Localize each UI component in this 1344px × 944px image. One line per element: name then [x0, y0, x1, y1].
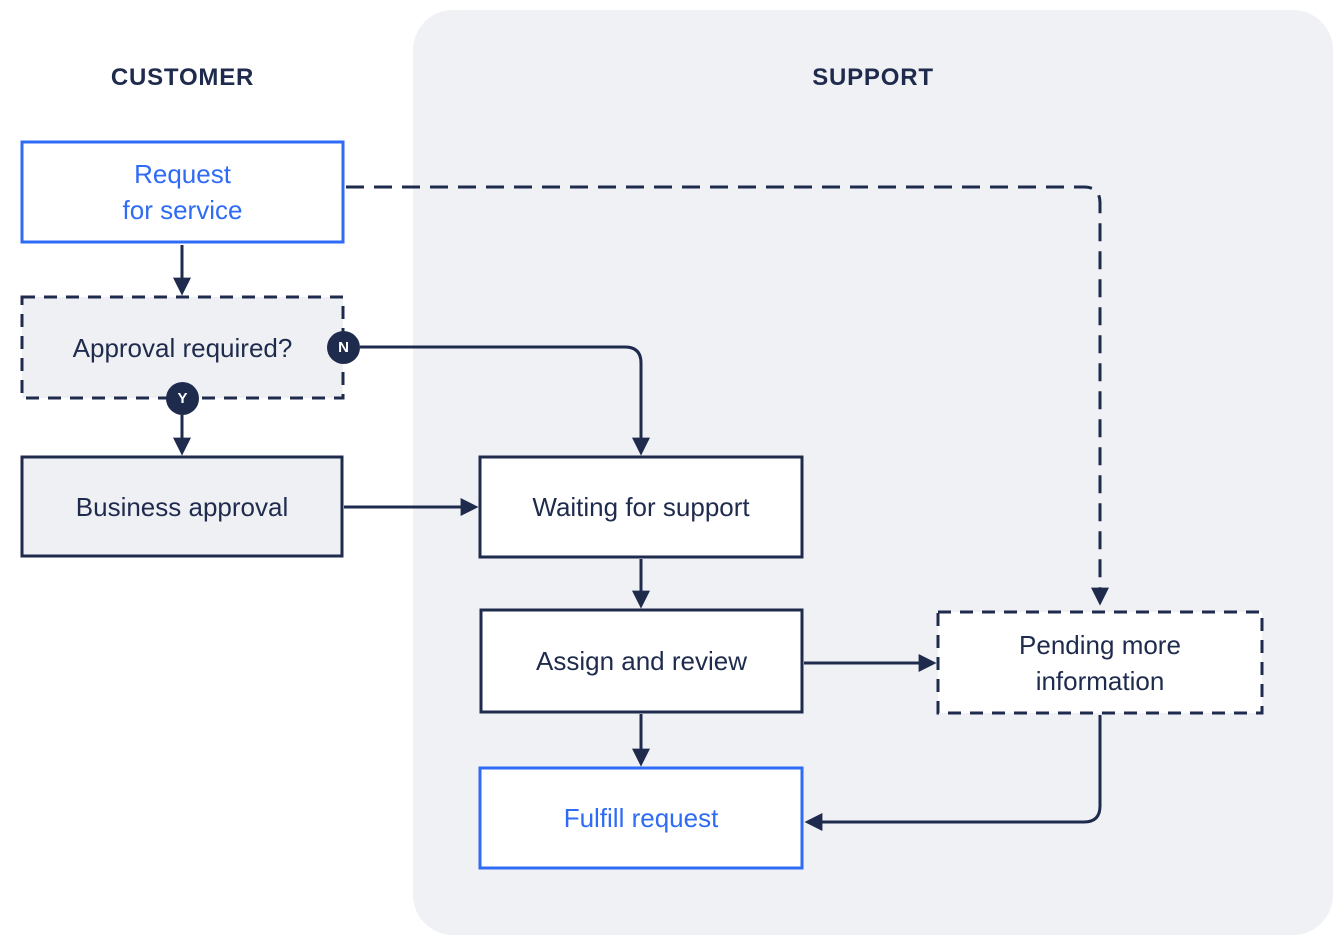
connector-no-to-waiting	[360, 345, 650, 456]
fulfill-request-box	[478, 766, 804, 870]
waiting-for-support-box	[478, 455, 804, 559]
node-approval-required: Approval required?	[22, 297, 343, 398]
connector-pending-to-fulfill	[804, 715, 1102, 831]
decision-yes-badge: Y	[166, 382, 199, 415]
customer-lane-title: CUSTOMER	[110, 64, 255, 91]
node-label-line: Waiting for support	[532, 492, 750, 522]
approval-required-box	[20, 295, 345, 400]
node-label-line: Pending more	[1019, 629, 1181, 660]
node-request-for-service: Request for service	[22, 142, 343, 242]
node-label-line: information	[1035, 665, 1165, 696]
node-pending-more-information: Pending more information	[938, 612, 1262, 713]
request-for-service-box	[20, 140, 345, 244]
decision-no-badge: N	[327, 331, 360, 364]
connector-request-to-pending-dashed	[346, 185, 1109, 606]
node-label-line: Approval required?	[72, 332, 293, 363]
node-business-approval: Business approval	[22, 457, 342, 556]
node-fulfill-request: Fulfill request	[480, 768, 802, 868]
node-label-line: Request	[134, 159, 231, 189]
business-approval-box	[20, 455, 344, 558]
node-label-line: Assign and review	[536, 646, 747, 676]
assign-and-review-box	[479, 608, 804, 714]
node-waiting-for-support: Waiting for support	[480, 457, 802, 557]
node-label-line: Business approval	[75, 491, 289, 522]
node-label-line: for service	[122, 195, 243, 225]
node-label-line: Fulfill request	[563, 803, 719, 833]
pending-more-information-box	[936, 610, 1264, 715]
support-lane-title: SUPPORT	[812, 64, 934, 91]
node-assign-and-review: Assign and review	[481, 610, 802, 712]
